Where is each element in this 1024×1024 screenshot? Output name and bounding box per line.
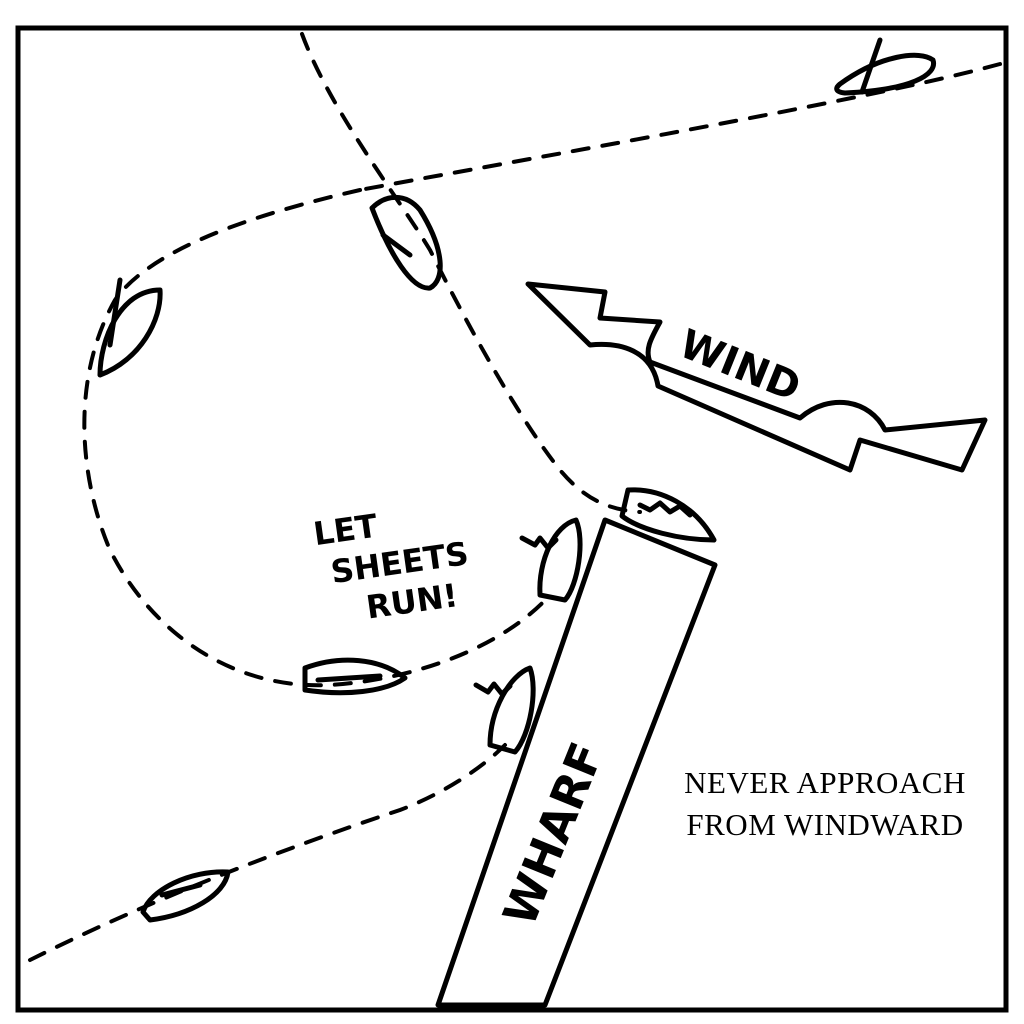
wharf-pier <box>435 517 718 1008</box>
course-line-bottom <box>28 743 507 962</box>
diagram-border <box>15 25 1009 1013</box>
wind-arrow: WIND <box>525 281 988 473</box>
caption-text: NEVER APPROACH FROM WINDWARD <box>640 762 1010 846</box>
caption-line-1: NEVER APPROACH <box>684 765 966 800</box>
note-line-1: LET <box>311 507 380 554</box>
boat-bottom-loop <box>302 657 408 696</box>
boat-left <box>97 277 163 378</box>
boat-bottom-left <box>140 869 231 923</box>
course-line-diagonal <box>300 32 642 514</box>
let-sheets-run-note: LET SHEETS RUN! <box>311 507 471 627</box>
course-line-loop <box>82 188 552 688</box>
boat-docked <box>619 487 717 543</box>
boat-near-wharf-lower <box>473 665 536 755</box>
wharf-label: WHARF <box>492 735 614 933</box>
caption-line-2: FROM WINDWARD <box>686 807 964 842</box>
boat-near-wharf-upper <box>519 517 583 603</box>
boat-center <box>369 194 443 291</box>
boat-top-right <box>834 37 937 96</box>
course-line-top <box>358 62 1002 192</box>
